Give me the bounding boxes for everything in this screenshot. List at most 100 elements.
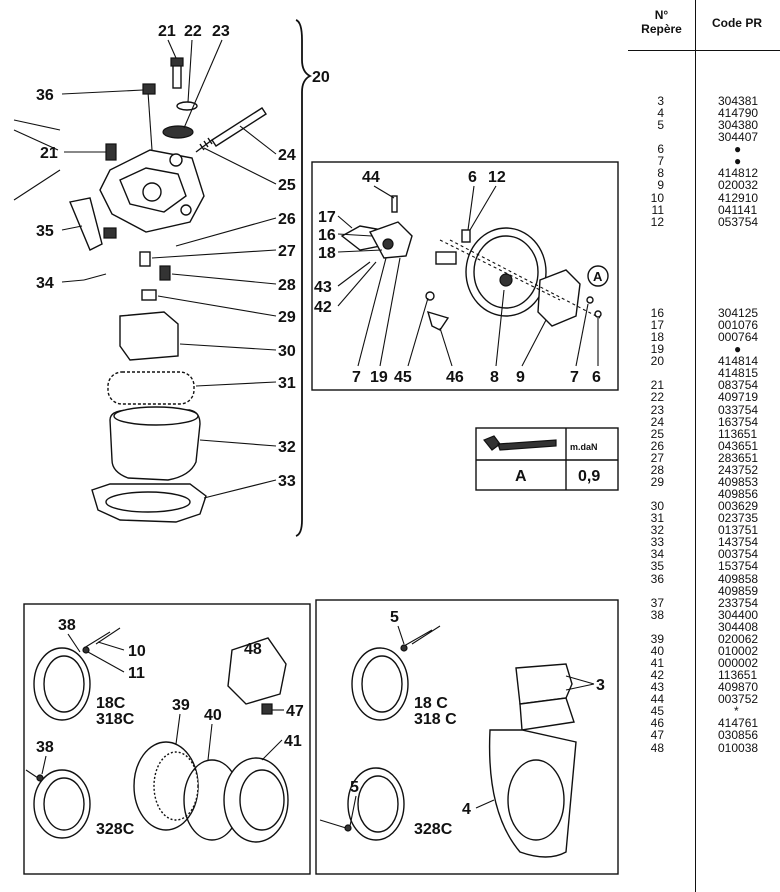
part-code: 409856	[718, 487, 759, 502]
part-number: 33	[650, 535, 664, 550]
part-number: 30	[650, 499, 664, 514]
model-18c-left: 18C	[96, 695, 126, 712]
callout-32: 32	[278, 439, 296, 456]
washer-7-part	[586, 296, 594, 304]
part-code: 409858	[718, 571, 759, 586]
part-code: 304400	[718, 607, 759, 622]
callout-34: 34	[36, 275, 54, 292]
clip-47-part	[261, 703, 273, 715]
air-filter-box-left: 38 10 11 48 47 39 40 41 38 18C 318C 328C	[23, 603, 311, 875]
part-number: 48	[650, 740, 664, 755]
clip-12-part	[461, 229, 471, 243]
diaphragm-center	[499, 273, 513, 287]
part-code: *	[734, 704, 739, 719]
bracket-46-part	[426, 310, 450, 331]
callout-7-bottom-left: 7	[352, 369, 361, 386]
part-code: 010038	[718, 740, 759, 755]
venturi-hole	[142, 182, 162, 202]
part-code: 043651	[718, 438, 759, 453]
callout-26: 26	[278, 211, 296, 228]
part-code: 083754	[718, 378, 759, 393]
gasket-33-opening	[105, 491, 191, 513]
model-318c-left: 318C	[96, 711, 135, 728]
callout-19: 19	[370, 369, 388, 386]
gasket-31-part	[107, 371, 195, 405]
part-code: 003754	[718, 547, 759, 562]
part-number: 46	[650, 716, 664, 731]
torque-row-label: A	[515, 468, 527, 485]
air-filter-frame-left	[23, 603, 311, 875]
table-row: 37 233754	[628, 597, 780, 609]
part-number: 34	[650, 547, 664, 562]
callout-48: 48	[244, 641, 262, 658]
part-code: 010002	[718, 643, 759, 658]
pump-diaphragm-inner	[473, 235, 539, 309]
callout-38-bottom: 38	[36, 739, 54, 756]
callout-33: 33	[278, 473, 296, 490]
callout-18: 18	[318, 245, 336, 262]
table-row: 6●	[628, 143, 780, 155]
table-row: 304408	[628, 621, 780, 633]
jet-27-part	[139, 251, 151, 267]
air-filter-frame-right	[315, 599, 619, 875]
callout-43: 43	[314, 279, 332, 296]
callout-31: 31	[278, 375, 296, 392]
pin-34-part	[83, 273, 107, 281]
group-label-20: 20	[312, 69, 330, 86]
part-number: 39	[650, 631, 664, 646]
part-number: 37	[650, 595, 664, 610]
part-number: 12	[650, 214, 664, 229]
table-row: 414815	[628, 367, 780, 379]
callout-38-top: 38	[58, 617, 76, 634]
hose-top-part	[83, 627, 121, 649]
table-row: 21 083754	[628, 379, 780, 391]
carburetor-exploded-view	[13, 57, 267, 523]
torque-row-value: 0,9	[578, 468, 600, 485]
callout-22: 22	[184, 23, 202, 40]
jet-28-part	[159, 265, 171, 281]
part-number: 32	[650, 523, 664, 538]
part-code: 030856	[718, 728, 759, 743]
part-code: 409853	[718, 474, 759, 489]
part-code: ●	[734, 154, 742, 169]
part-number: 36	[650, 571, 664, 586]
model-18c-right: 18 C	[414, 695, 448, 712]
part-number: 9	[657, 178, 664, 193]
cover-disc-bottom-right-inner	[357, 775, 399, 833]
part-code: 113651	[718, 668, 758, 683]
part-number: 7	[657, 154, 664, 169]
part-number: 47	[650, 728, 664, 743]
part-number: 21	[650, 378, 664, 393]
part-code: 033754	[718, 402, 759, 417]
table-row: 47 030856	[628, 729, 780, 741]
torque-unit-header: m.daN	[570, 442, 598, 452]
callout-36: 36	[36, 87, 54, 104]
header-repere: N° Repère	[628, 8, 695, 36]
part-code: 414790	[718, 106, 759, 121]
part-code: ●	[734, 342, 742, 357]
part-code: 409859	[718, 583, 759, 598]
part-code: 304407	[718, 130, 759, 145]
part-code: 233754	[718, 595, 759, 610]
part-code: 304408	[718, 619, 759, 634]
model-328c-left: 328C	[96, 821, 135, 838]
part-code: 243752	[718, 462, 759, 477]
callout-7-bottom-right: 7	[570, 369, 579, 386]
part-code: 023735	[718, 511, 759, 526]
callout-11: 11	[128, 665, 145, 682]
torque-wrench-icon	[483, 435, 557, 451]
